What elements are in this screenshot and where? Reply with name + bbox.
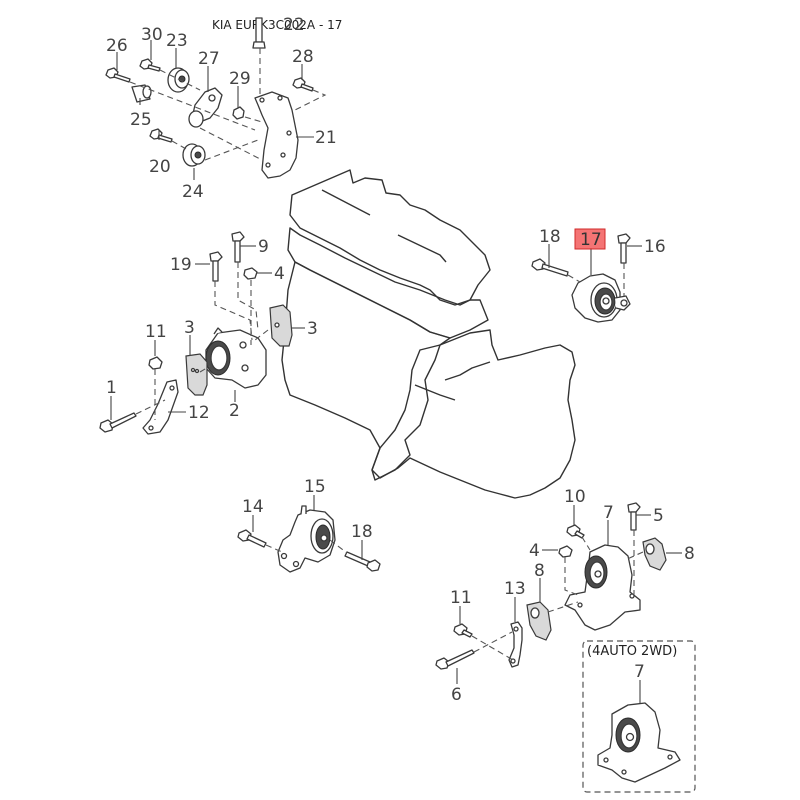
callout-27[interactable]: 27: [198, 49, 220, 69]
highlight-box-17: [574, 228, 606, 250]
callout-17[interactable]: 17: [580, 230, 602, 250]
callout-10[interactable]: 10: [564, 487, 586, 507]
bolt-30[interactable]: [139, 58, 161, 72]
callout-2[interactable]: 2: [229, 401, 240, 421]
callout-18-lower[interactable]: 18: [351, 522, 373, 542]
spacer-25[interactable]: [131, 84, 152, 103]
bolt-6[interactable]: [435, 649, 475, 670]
mount-group-15: [237, 505, 381, 573]
bolt-20[interactable]: [149, 128, 173, 143]
callout-30[interactable]: 30: [141, 25, 163, 45]
mount-group-17: [531, 233, 631, 323]
callout-28[interactable]: 28: [292, 47, 314, 67]
callout-4-left[interactable]: 4: [274, 264, 285, 284]
bracket-13[interactable]: [508, 621, 523, 668]
engine-assembly: [281, 169, 576, 499]
callout-16[interactable]: 16: [644, 237, 666, 257]
callout-15[interactable]: 15: [304, 477, 326, 497]
callout-14[interactable]: 14: [242, 497, 264, 517]
variant-label: (4AUTO 2WD): [587, 644, 677, 659]
callout-5[interactable]: 5: [653, 506, 664, 526]
bolt-18-upper[interactable]: [531, 258, 569, 277]
mount-group-7: [435, 502, 667, 670]
engine-mount-17[interactable]: [571, 273, 631, 323]
bolt-14[interactable]: [237, 529, 267, 548]
callout-3-left[interactable]: 3: [184, 318, 195, 338]
callout-12[interactable]: 12: [188, 403, 210, 423]
callout-23[interactable]: 23: [166, 31, 188, 51]
bolt-28[interactable]: [292, 77, 314, 92]
plate-3-left[interactable]: [185, 353, 208, 396]
callout-7[interactable]: 7: [603, 503, 614, 523]
callout-4-right[interactable]: 4: [529, 541, 540, 561]
engine-mount-2[interactable]: [205, 327, 267, 389]
callout-8-right[interactable]: 8: [684, 544, 695, 564]
bolt-19[interactable]: [209, 251, 223, 282]
callout-18-upper[interactable]: 18: [539, 227, 561, 247]
variant-box: (4AUTO 2WD): [582, 640, 696, 793]
callout-8-left[interactable]: 8: [534, 561, 545, 581]
callout-11-left[interactable]: 11: [145, 322, 167, 342]
callout-26[interactable]: 26: [106, 36, 128, 56]
bushing-24[interactable]: [182, 143, 206, 167]
bolt-10[interactable]: [566, 524, 585, 539]
transaxle-mount-7-variant[interactable]: [597, 702, 681, 783]
callout-22[interactable]: 22: [283, 15, 305, 35]
tensioner-27[interactable]: [188, 87, 223, 128]
bracket-21[interactable]: [254, 91, 299, 179]
plate-8-right[interactable]: [642, 537, 667, 571]
bolt-22[interactable]: [252, 17, 266, 49]
bolt-9[interactable]: [231, 231, 245, 263]
plate-8-left[interactable]: [526, 601, 552, 641]
callout-11-right[interactable]: 11: [450, 588, 472, 608]
callout-labels: 26 30 23 22 27 28 29 25 21 20 24 9 19 4 …: [106, 15, 695, 705]
callout-19[interactable]: 19: [170, 255, 192, 275]
bolt-16[interactable]: [617, 233, 631, 264]
bolt-1[interactable]: [99, 412, 137, 433]
pulley-23[interactable]: [167, 67, 190, 93]
callout-1[interactable]: 1: [106, 378, 117, 398]
callout-21[interactable]: 21: [315, 128, 337, 148]
nut-4-left[interactable]: [243, 267, 258, 280]
callout-24[interactable]: 24: [182, 182, 204, 202]
mount-group-left: [99, 231, 293, 435]
callout-29[interactable]: 29: [229, 69, 251, 89]
callout-6[interactable]: 6: [451, 685, 462, 705]
bracket-group-top: [105, 17, 327, 179]
bolt-18-lower[interactable]: [344, 551, 381, 572]
nut-29[interactable]: [232, 106, 245, 120]
callout-25[interactable]: 25: [130, 110, 152, 130]
bolt-11-right[interactable]: [453, 623, 473, 638]
callout-9[interactable]: 9: [258, 237, 269, 257]
leader-lines: [110, 40, 682, 703]
transaxle-mount-7[interactable]: [564, 544, 641, 631]
callout-13[interactable]: 13: [504, 579, 526, 599]
callout-7-variant[interactable]: 7: [634, 662, 645, 682]
callout-3-right[interactable]: 3: [307, 319, 318, 339]
bracket-12[interactable]: [142, 379, 179, 435]
plate-3-right[interactable]: [269, 304, 293, 347]
callout-20[interactable]: 20: [149, 157, 171, 177]
diagram-title: KIA EURK3C002A - 17: [212, 18, 342, 32]
nut-11-left[interactable]: [148, 356, 163, 370]
engine-mount-15[interactable]: [277, 505, 336, 573]
nut-4-right[interactable]: [558, 545, 573, 558]
bolt-5[interactable]: [627, 502, 641, 531]
bolt-26[interactable]: [105, 67, 131, 83]
